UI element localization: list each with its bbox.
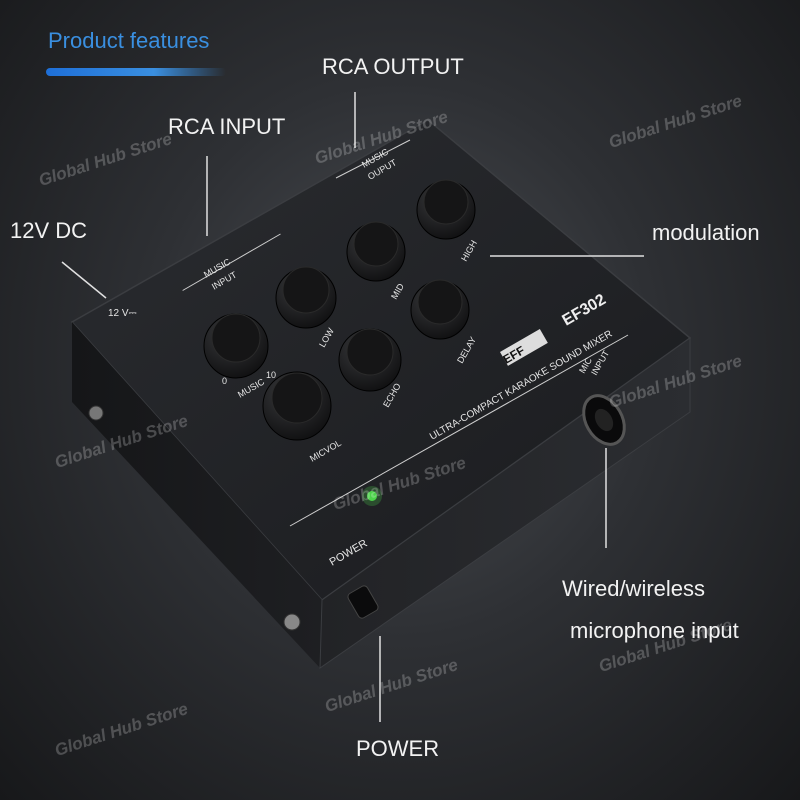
power-led	[367, 491, 377, 501]
mic-label-line1: Wired/wireless	[562, 576, 706, 601]
knob-low-group	[275, 266, 337, 329]
device-left-side	[72, 322, 322, 668]
knob-high-group	[416, 179, 476, 240]
dc-callout-label: 12V DC	[10, 218, 88, 243]
mic-label-line2: microphone input	[570, 618, 739, 643]
knob-micvol-group	[262, 371, 332, 441]
dc-label: 12 V⎓	[108, 308, 137, 319]
modulation-label: modulation	[652, 220, 760, 245]
knob-music-group	[203, 313, 269, 379]
knob-mid-group	[346, 221, 406, 282]
scale-min: 0	[222, 376, 227, 386]
knob-delay-group	[410, 279, 470, 340]
screw-front-left	[283, 613, 301, 631]
screw-left	[88, 405, 104, 421]
scale-max: 10	[266, 370, 276, 380]
rca-output-label: RCA OUTPUT	[322, 54, 464, 79]
brand-logo-box	[500, 329, 548, 366]
rca-input-label: RCA INPUT	[168, 114, 286, 139]
title-underline	[46, 68, 226, 76]
power-callout-label: POWER	[356, 736, 440, 761]
section-title: Product features	[48, 28, 210, 53]
power-button	[347, 585, 379, 619]
knob-echo-group	[338, 328, 402, 392]
